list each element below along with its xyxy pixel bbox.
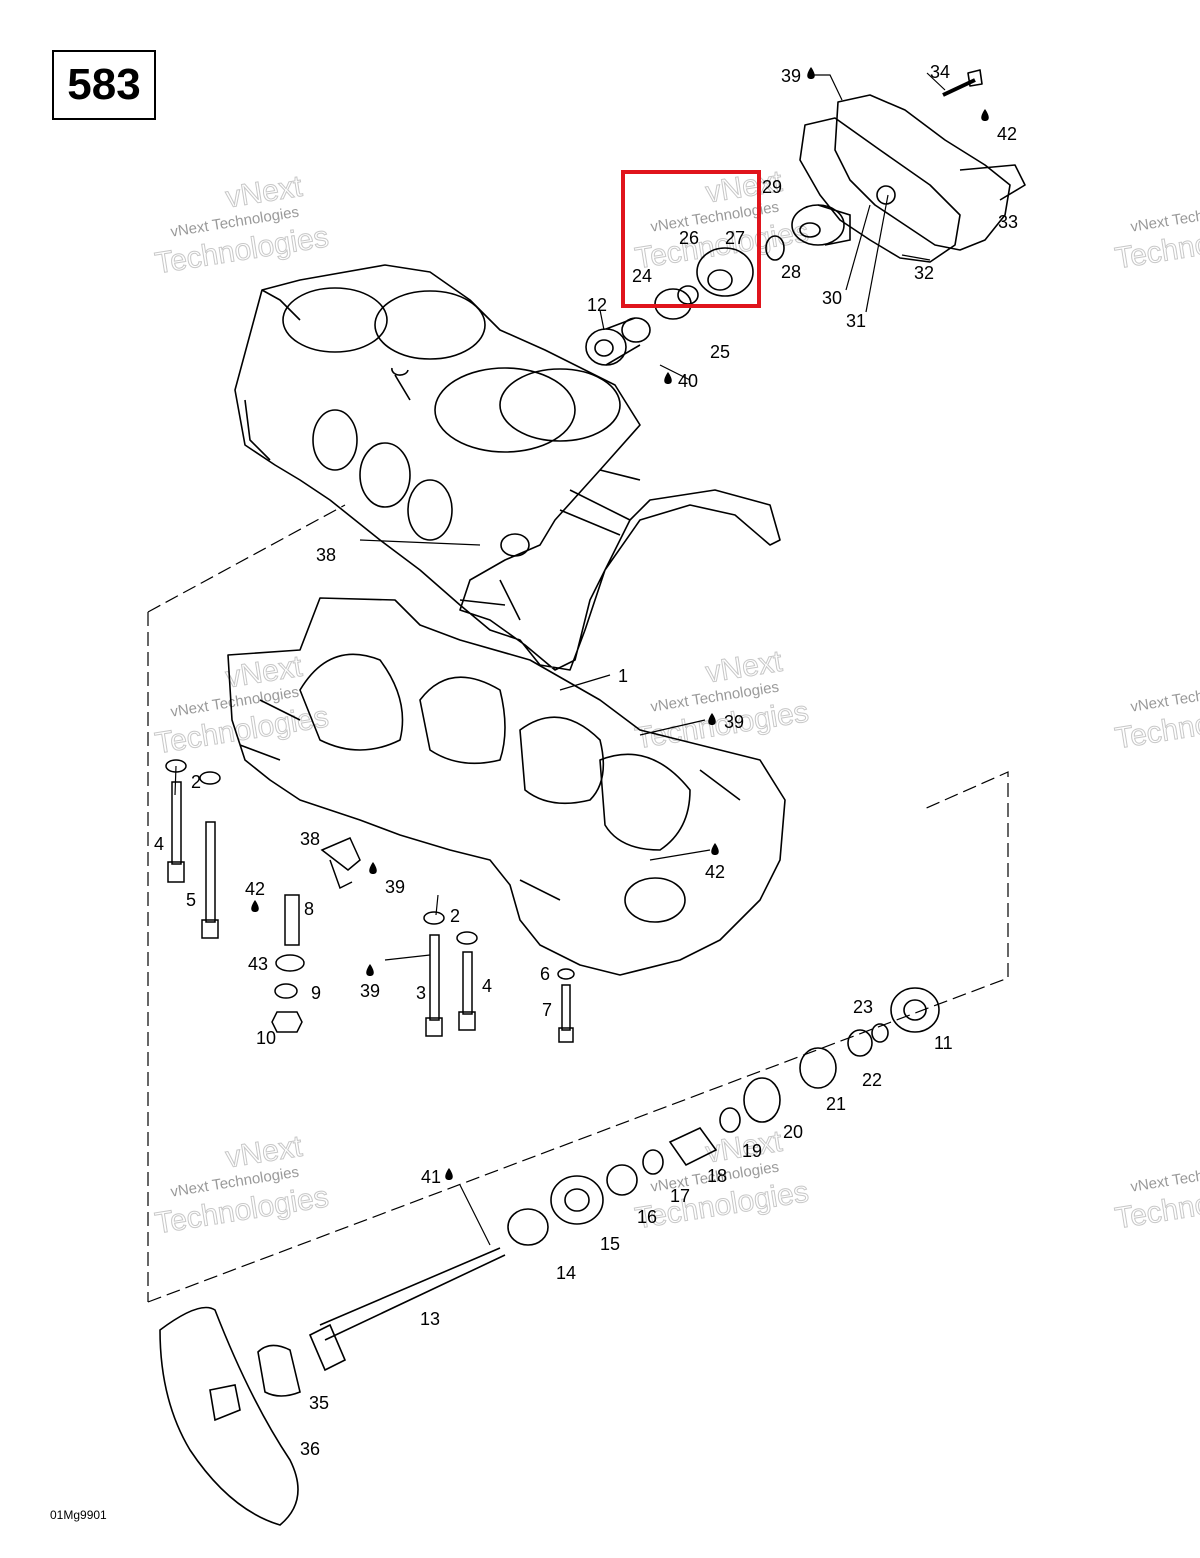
callout-24: 24 xyxy=(632,266,652,286)
callout-38: 38 xyxy=(300,829,320,849)
callout-35: 35 xyxy=(309,1393,329,1413)
upper-crankcase-drawing xyxy=(234,264,781,671)
callout-26: 26 xyxy=(679,228,699,248)
callout-39: 39 xyxy=(385,877,405,897)
oil-drop-icon xyxy=(711,843,719,855)
callout-9: 9 xyxy=(311,983,321,1003)
callout-28: 28 xyxy=(781,262,801,282)
callout-34: 34 xyxy=(930,62,950,82)
callout-13: 13 xyxy=(420,1309,440,1329)
callout-labels: 39 34 42 29 33 26 27 24 28 32 30 31 12 2… xyxy=(154,62,1018,1459)
drive-shaft-drawing xyxy=(159,987,940,1526)
callout-42: 42 xyxy=(997,124,1017,144)
callout-8: 8 xyxy=(304,899,314,919)
diagram-code-box: 583 xyxy=(52,50,156,120)
callout-1: 1 xyxy=(618,666,628,686)
assembly-outline xyxy=(147,504,1009,1303)
callout-40: 40 xyxy=(678,371,698,391)
callout-18: 18 xyxy=(707,1166,727,1186)
watermark: vNext Technologies Technologies vNext xyxy=(152,1129,331,1241)
callout-29: 29 xyxy=(762,177,782,197)
oil-drop-icon xyxy=(708,713,716,725)
oil-drop-icon xyxy=(664,372,672,384)
callout-16: 16 xyxy=(637,1207,657,1227)
callout-4: 4 xyxy=(482,976,492,996)
callout-6: 6 xyxy=(540,964,550,984)
callout-32: 32 xyxy=(914,263,934,283)
drawing-reference-code: 01Mg9901 xyxy=(50,1508,107,1522)
callout-15: 15 xyxy=(600,1234,620,1254)
leader-lines xyxy=(174,72,946,1246)
callout-20: 20 xyxy=(783,1122,803,1142)
watermark-layer: vNext Technologies Technologies vNext vN… xyxy=(152,164,1200,1241)
callout-21: 21 xyxy=(826,1094,846,1114)
watermark: vNext Technologies Technologies vNext xyxy=(152,169,331,281)
impeller-drawing xyxy=(765,204,851,261)
diagram-code: 583 xyxy=(67,60,141,109)
oil-drop-icon xyxy=(807,67,815,79)
callout-39: 39 xyxy=(781,66,801,86)
callout-33: 33 xyxy=(998,212,1018,232)
callout-42: 42 xyxy=(705,862,725,882)
callout-10: 10 xyxy=(256,1028,276,1048)
callout-23: 23 xyxy=(853,997,873,1017)
watermark: vNext Technologies Technologies vNext xyxy=(152,649,331,761)
oil-drop-icons xyxy=(251,67,989,1180)
callout-39: 39 xyxy=(360,981,380,1001)
callout-11: 11 xyxy=(934,1033,953,1053)
callout-36: 36 xyxy=(300,1439,320,1459)
oil-drop-icon xyxy=(366,964,374,976)
callout-30: 30 xyxy=(822,288,842,308)
pump-housing-drawing xyxy=(799,69,1026,263)
callout-7: 7 xyxy=(542,1000,552,1020)
callout-5: 5 xyxy=(186,890,196,910)
watermark: vNext Technologies Technologies xyxy=(1112,679,1200,756)
callout-17: 17 xyxy=(670,1186,690,1206)
callout-25: 25 xyxy=(710,342,730,362)
callout-43: 43 xyxy=(248,954,268,974)
dashed-boundary-right xyxy=(147,771,1009,1303)
callout-14: 14 xyxy=(556,1263,576,1283)
callout-4: 4 xyxy=(154,834,164,854)
oil-drop-icon xyxy=(981,109,989,121)
callout-39: 39 xyxy=(724,712,744,732)
oil-drop-icon xyxy=(369,862,377,874)
watermark: vNext Technologies Technologies xyxy=(1112,199,1200,276)
callout-42: 42 xyxy=(245,879,265,899)
oil-drop-icon xyxy=(445,1168,453,1180)
bolts-center-drawing xyxy=(423,911,575,1043)
callout-2: 2 xyxy=(450,906,460,926)
callout-12: 12 xyxy=(587,295,607,315)
highlight-box xyxy=(621,170,761,308)
watermark: vNext Technologies Technologies vNext xyxy=(632,164,811,276)
callout-31: 31 xyxy=(846,311,866,331)
callout-27: 27 xyxy=(725,228,745,248)
callout-38: 38 xyxy=(316,545,336,565)
oil-drop-icon xyxy=(251,900,259,912)
callout-19: 19 xyxy=(742,1141,762,1161)
callout-3: 3 xyxy=(416,983,426,1003)
dashed-boundary-left xyxy=(147,504,346,1302)
watermark: vNext Technologies Technologies vNext xyxy=(632,644,811,756)
callout-22: 22 xyxy=(862,1070,882,1090)
callout-2: 2 xyxy=(191,772,201,792)
watermark: vNext Technologies Technologies xyxy=(1112,1159,1200,1236)
lower-crankcase-drawing xyxy=(227,597,786,976)
callout-41: 41 xyxy=(421,1167,441,1187)
